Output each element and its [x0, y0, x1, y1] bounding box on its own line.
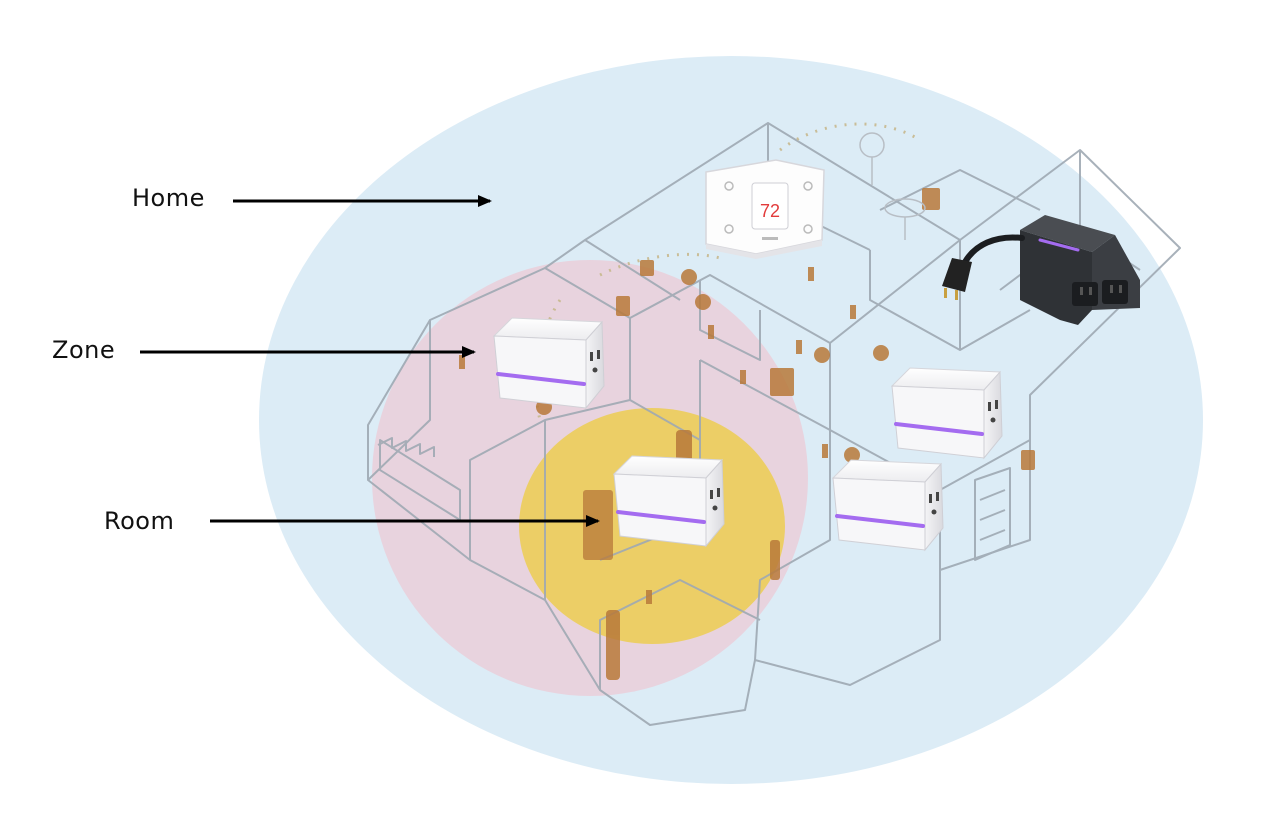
zone-label: Zone — [52, 336, 115, 364]
smart-plug-icon — [614, 456, 724, 546]
smart-plug-icon — [494, 318, 604, 408]
thermostat-icon: 72 — [706, 160, 824, 259]
smart-plug-icon — [892, 368, 1002, 458]
thermostat-temperature: 72 — [760, 201, 780, 221]
room-label: Room — [104, 507, 174, 535]
smart-plug-icon — [833, 460, 943, 550]
home-label: Home — [132, 184, 205, 212]
